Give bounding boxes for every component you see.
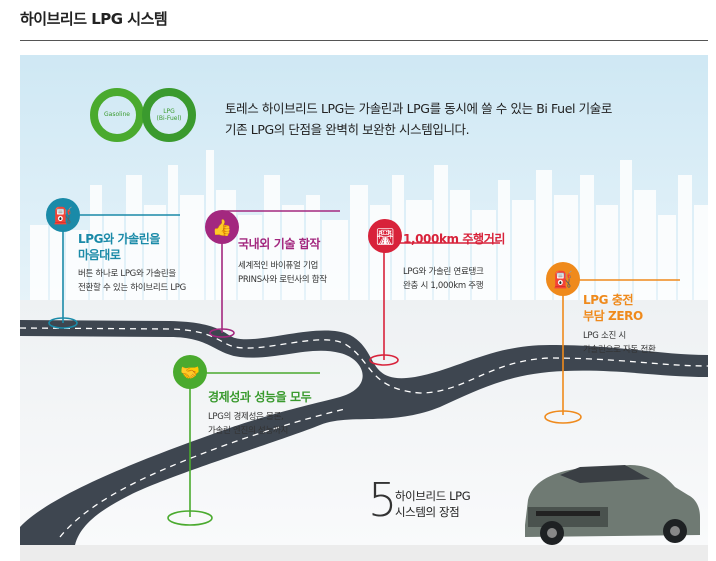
feature-5-desc: LPG의 경제성은 물론, 가솔린 엔진의 성능까지 — [208, 412, 289, 436]
city-skyline — [30, 150, 708, 305]
bottom-strip — [20, 545, 708, 561]
infographic-background — [20, 55, 708, 545]
feature-3-desc: LPG와 가솔린 연료탱크 완충 시 1,000km 주행 — [403, 267, 484, 291]
logo-label-lpg: LPG (Bi-Fuel) — [156, 108, 182, 122]
intro-text: 토레스 하이브리드 LPG는 가솔린과 LPG를 동시에 쓸 수 있는 Bi F… — [225, 98, 612, 140]
suv-car-image — [525, 465, 700, 545]
feature-1-title: LPG와 가솔린을 마음대로 — [78, 232, 161, 262]
intro-line-2: 기존 LPG의 단점을 완벽히 보완한 시스템입니다. — [225, 122, 470, 137]
feature-pointers — [48, 210, 680, 526]
logo-label-gasoline: Gasoline — [104, 111, 130, 118]
infographic-panel: Gasoline LPG (Bi-Fuel) 토레스 하이브리드 LPG는 가솔… — [20, 55, 708, 545]
feature-4-title: LPG 충전 부담 ZERO — [583, 293, 643, 323]
road-center-line — [20, 327, 708, 394]
road-icon: 🛣 — [368, 219, 402, 253]
intro-line-1: 토레스 하이브리드 LPG는 가솔린과 LPG를 동시에 쓸 수 있는 Bi F… — [225, 101, 612, 116]
bi-fuel-logo — [90, 88, 196, 142]
handshake-icon: 🤝 — [173, 355, 207, 389]
title-divider — [20, 40, 708, 41]
page-title: 하이브리드 LPG 시스템 — [20, 10, 168, 28]
feature-3-title: 1,000km 주행거리 — [403, 232, 505, 246]
road-shape — [20, 320, 708, 545]
feature-2-title: 국내외 기술 합작 — [238, 237, 321, 251]
thumbs-up-icon: 👍 — [205, 210, 239, 244]
feature-2-desc: 세계적인 바이퓨얼 기업 PRINS사와 로턴사의 합작 — [238, 261, 327, 285]
road-center-line-lower — [59, 408, 346, 538]
summary-label: 하이브리드 LPG 시스템의 장점 — [395, 489, 471, 519]
feature-5-title: 경제성과 성능을 모두 — [208, 390, 312, 404]
summary-number: 5 — [368, 473, 398, 527]
fuel-switch-icon: ⛽ — [46, 198, 80, 232]
feature-4-desc: LPG 소진 시 가솔린으로 자동 전환 — [583, 331, 656, 355]
feature-1-desc: 버튼 하나로 LPG와 가솔린을 전환할 수 있는 하이브리드 LPG — [78, 269, 186, 293]
fuel-station-icon: ⛽ — [546, 262, 580, 296]
